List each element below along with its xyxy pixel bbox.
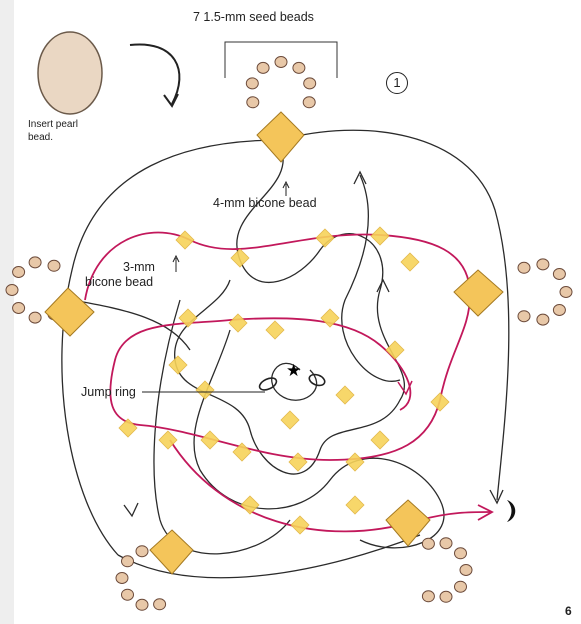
seed-bead bbox=[122, 589, 134, 600]
bicone-bead-bottom-right bbox=[386, 500, 430, 546]
bicone-3mm-bead bbox=[371, 431, 389, 449]
inner-thread-arrow-2 bbox=[377, 280, 389, 292]
seed-bead bbox=[275, 57, 287, 68]
seed-bead bbox=[440, 591, 452, 602]
bicone-3mm-bead bbox=[241, 496, 259, 514]
seed-bead bbox=[29, 312, 41, 323]
seed-bead bbox=[560, 287, 572, 298]
seed-bead bbox=[246, 78, 258, 89]
seed-bead bbox=[257, 62, 269, 73]
pearl-label-line1: Insert pearl bbox=[28, 119, 78, 130]
seed-bead bbox=[13, 267, 25, 278]
bicone-3mm-bead bbox=[346, 496, 364, 514]
seed-bead bbox=[422, 591, 434, 602]
seed-bead bbox=[122, 556, 134, 567]
bicone-3mm-bead bbox=[431, 393, 449, 411]
seed-bead bbox=[116, 573, 128, 584]
seed-bead bbox=[154, 599, 166, 610]
bicone-3mm-bead bbox=[176, 231, 194, 249]
jump-ring-right bbox=[308, 373, 326, 388]
seed-bead bbox=[136, 546, 148, 557]
bicone-bead-top bbox=[257, 112, 304, 162]
bicone-bead-bottom-left bbox=[150, 530, 193, 574]
page-margin-shade bbox=[0, 0, 14, 624]
page-number: 6 bbox=[565, 604, 572, 618]
bicone-3mm-bead bbox=[196, 381, 214, 399]
bicone-3mm-bead bbox=[169, 356, 187, 374]
pearl-bead bbox=[38, 32, 102, 114]
bicone-3mm-bead bbox=[281, 411, 299, 429]
seed-bead bbox=[537, 314, 549, 325]
insert-pearl-label: Insert pearl bead. bbox=[28, 118, 98, 144]
bicone-4mm-beads bbox=[45, 112, 503, 574]
seed-bead bbox=[455, 548, 467, 559]
seed-bead bbox=[48, 260, 60, 271]
pearl-label-line2: bead. bbox=[28, 132, 53, 143]
seed-bead bbox=[440, 538, 452, 549]
seed-beads-label: 7 1.5-mm seed beads bbox=[193, 10, 314, 24]
seed-bead bbox=[553, 269, 565, 280]
bicone-3mm-bead bbox=[386, 341, 404, 359]
bicone-3mm-bead bbox=[229, 314, 247, 332]
seed-bead bbox=[422, 538, 434, 549]
seed-bead bbox=[136, 599, 148, 610]
inner-thread-arrow-1 bbox=[354, 172, 366, 184]
seed-bead bbox=[13, 303, 25, 314]
bicone-3mm-bead bbox=[266, 321, 284, 339]
seed-bead bbox=[460, 565, 472, 576]
seed-bead bbox=[293, 62, 305, 73]
seed-bead bbox=[29, 257, 41, 268]
bicone-3mm-bead bbox=[401, 253, 419, 271]
seed-bead bbox=[553, 305, 565, 316]
seed-bead bbox=[518, 262, 530, 273]
bicone-3mm-label: 3-mm bicone bead bbox=[85, 260, 175, 290]
seed-bead bbox=[455, 581, 467, 592]
circled-step-number: 1 bbox=[386, 72, 408, 94]
seed-bead bbox=[303, 97, 315, 108]
bicone-3mm-label-line2: bicone bead bbox=[85, 275, 153, 289]
seed-bead bbox=[247, 97, 259, 108]
bicone-4mm-label: 4-mm bicone bead bbox=[213, 196, 317, 210]
star-icon: ★ bbox=[286, 361, 301, 381]
bicone-3mm-bead bbox=[119, 419, 137, 437]
bicone-3mm-bead bbox=[291, 516, 309, 534]
jump-ring-label: Jump ring bbox=[81, 385, 136, 399]
bicone-3mm-bead bbox=[289, 453, 307, 471]
bicone-3mm-bead bbox=[371, 227, 389, 245]
moon-mark-icon bbox=[507, 500, 515, 522]
bicone-3mm-bead bbox=[316, 229, 334, 247]
seed-bead bbox=[537, 259, 549, 270]
bicone-3mm-bead bbox=[201, 431, 219, 449]
seed-bead bbox=[518, 311, 530, 322]
inner-thread-arrow-3 bbox=[124, 503, 138, 516]
bicone-bead-right bbox=[454, 270, 503, 316]
insert-arrow bbox=[130, 44, 179, 104]
outer-thread-arrow bbox=[490, 490, 503, 503]
bicone-3mm-bead bbox=[346, 453, 364, 471]
seed-bead bbox=[6, 285, 18, 296]
bicone-3mm-bead bbox=[231, 249, 249, 267]
seed-bead bbox=[304, 78, 316, 89]
bicone-3mm-label-line1: 3-mm bbox=[85, 260, 175, 275]
bicone-3mm-bead bbox=[336, 386, 354, 404]
